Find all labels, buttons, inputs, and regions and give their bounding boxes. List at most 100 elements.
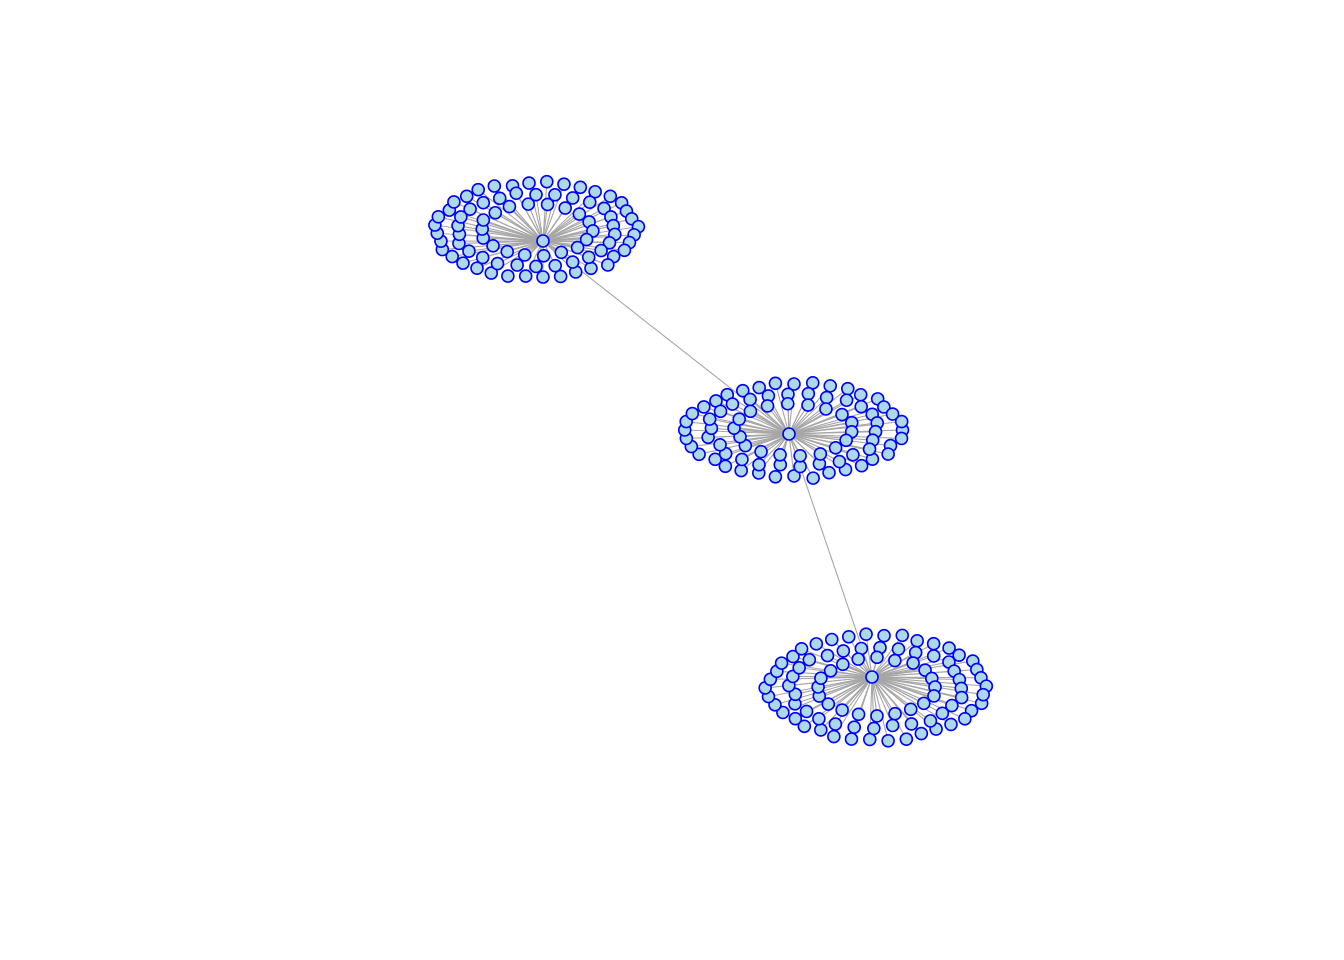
leaf-node [794, 642, 809, 656]
leaf-node [445, 249, 459, 264]
leaf-node [844, 732, 859, 746]
leaf-node [501, 269, 515, 283]
leaf-node [885, 407, 900, 421]
leaf-node [801, 398, 815, 412]
spoke-edge [871, 661, 950, 678]
leaf-node [486, 238, 500, 253]
leaf-node [819, 402, 833, 416]
leaf-node [735, 383, 750, 398]
leaf-node [894, 414, 909, 429]
leaf-node [895, 628, 910, 643]
spoke-edge [734, 427, 790, 435]
leaf-node [558, 201, 572, 215]
leaf-node [743, 404, 758, 419]
leaf-node [851, 652, 865, 666]
leaf-node [510, 258, 524, 272]
spoke-edge [788, 413, 873, 435]
leaf-node [521, 197, 536, 211]
spoke-edge [820, 676, 873, 679]
leaf-node [548, 258, 562, 273]
spoke-edge [750, 410, 790, 435]
spoke-edge [709, 418, 790, 435]
spoke-edge [542, 216, 612, 242]
leaf-node [522, 176, 536, 190]
leaf-node [565, 191, 580, 205]
spoke-edge [819, 676, 873, 697]
spoke-edge [871, 676, 962, 699]
leaf-node [773, 447, 787, 462]
spoke-edge [871, 670, 955, 678]
spoke-edge [871, 676, 896, 714]
leaf-node [906, 656, 920, 670]
leaf-node [903, 702, 918, 717]
spoke-edge [830, 670, 873, 678]
spoke-edge [871, 669, 926, 678]
leaf-node [476, 213, 491, 227]
leaf-node [617, 243, 632, 258]
leaf-node [768, 376, 783, 391]
leaf-node [954, 690, 969, 705]
leaf-node [760, 399, 775, 413]
spoke-edge [871, 676, 932, 679]
leaf-node [823, 379, 838, 393]
leaf-node [581, 250, 596, 265]
leaf-node [828, 717, 843, 731]
leaf-node [819, 390, 834, 405]
leaf-node [768, 469, 783, 484]
spoke-edge [458, 240, 544, 244]
leaf-node [602, 235, 617, 250]
leaf-node [752, 380, 766, 395]
leaf-node [557, 177, 571, 191]
spoke-edge [817, 676, 873, 688]
leaf-node [891, 642, 906, 656]
leaf-node [565, 255, 580, 269]
leaf-node [854, 458, 869, 473]
leaf-node [517, 248, 532, 262]
leaf-node [792, 660, 806, 675]
spoke-edge [841, 676, 873, 711]
spoke-edge [871, 676, 966, 720]
leaf-node [594, 243, 608, 258]
spoke-edge [788, 397, 828, 435]
spoke-edge [515, 192, 544, 242]
spoke-edge [806, 676, 873, 712]
leaf-node [885, 718, 900, 733]
leaf-node [536, 248, 551, 263]
spoke-edge [788, 433, 870, 450]
leaf-node [836, 657, 850, 672]
hub-node [865, 670, 879, 684]
bridge-edge [788, 433, 873, 678]
spoke-edge [788, 676, 873, 687]
leaf-node [851, 707, 866, 722]
leaf-node [894, 431, 909, 446]
leaf-node [881, 447, 895, 461]
spoke-edge [788, 433, 836, 449]
leaf-node [502, 199, 517, 214]
leaf-node [846, 448, 860, 462]
leaf-node [509, 186, 524, 201]
leaf-node [927, 689, 941, 703]
leaf-node [859, 627, 873, 641]
leaf-node [734, 463, 748, 478]
leaf-node [814, 671, 828, 686]
spoke-edge [871, 676, 889, 741]
leaf-node [572, 207, 587, 221]
leaf-node [752, 457, 766, 472]
spoke-edge [788, 422, 878, 435]
leaf-node [910, 634, 924, 648]
leaf-node [814, 723, 828, 737]
leaf-node [732, 412, 747, 426]
spoke-edge [740, 433, 790, 438]
leaf-node [836, 644, 851, 658]
leaf-node [942, 641, 956, 655]
leaf-node [471, 182, 485, 197]
leaf-node [536, 270, 550, 284]
spoke-edge [719, 433, 790, 446]
spoke-edge [739, 418, 790, 435]
leaf-node [725, 397, 740, 411]
spoke-edge [788, 414, 843, 435]
leaf-node [823, 663, 838, 678]
leaf-node [824, 632, 839, 647]
leaf-node [870, 650, 884, 665]
leaf-node [827, 729, 841, 744]
